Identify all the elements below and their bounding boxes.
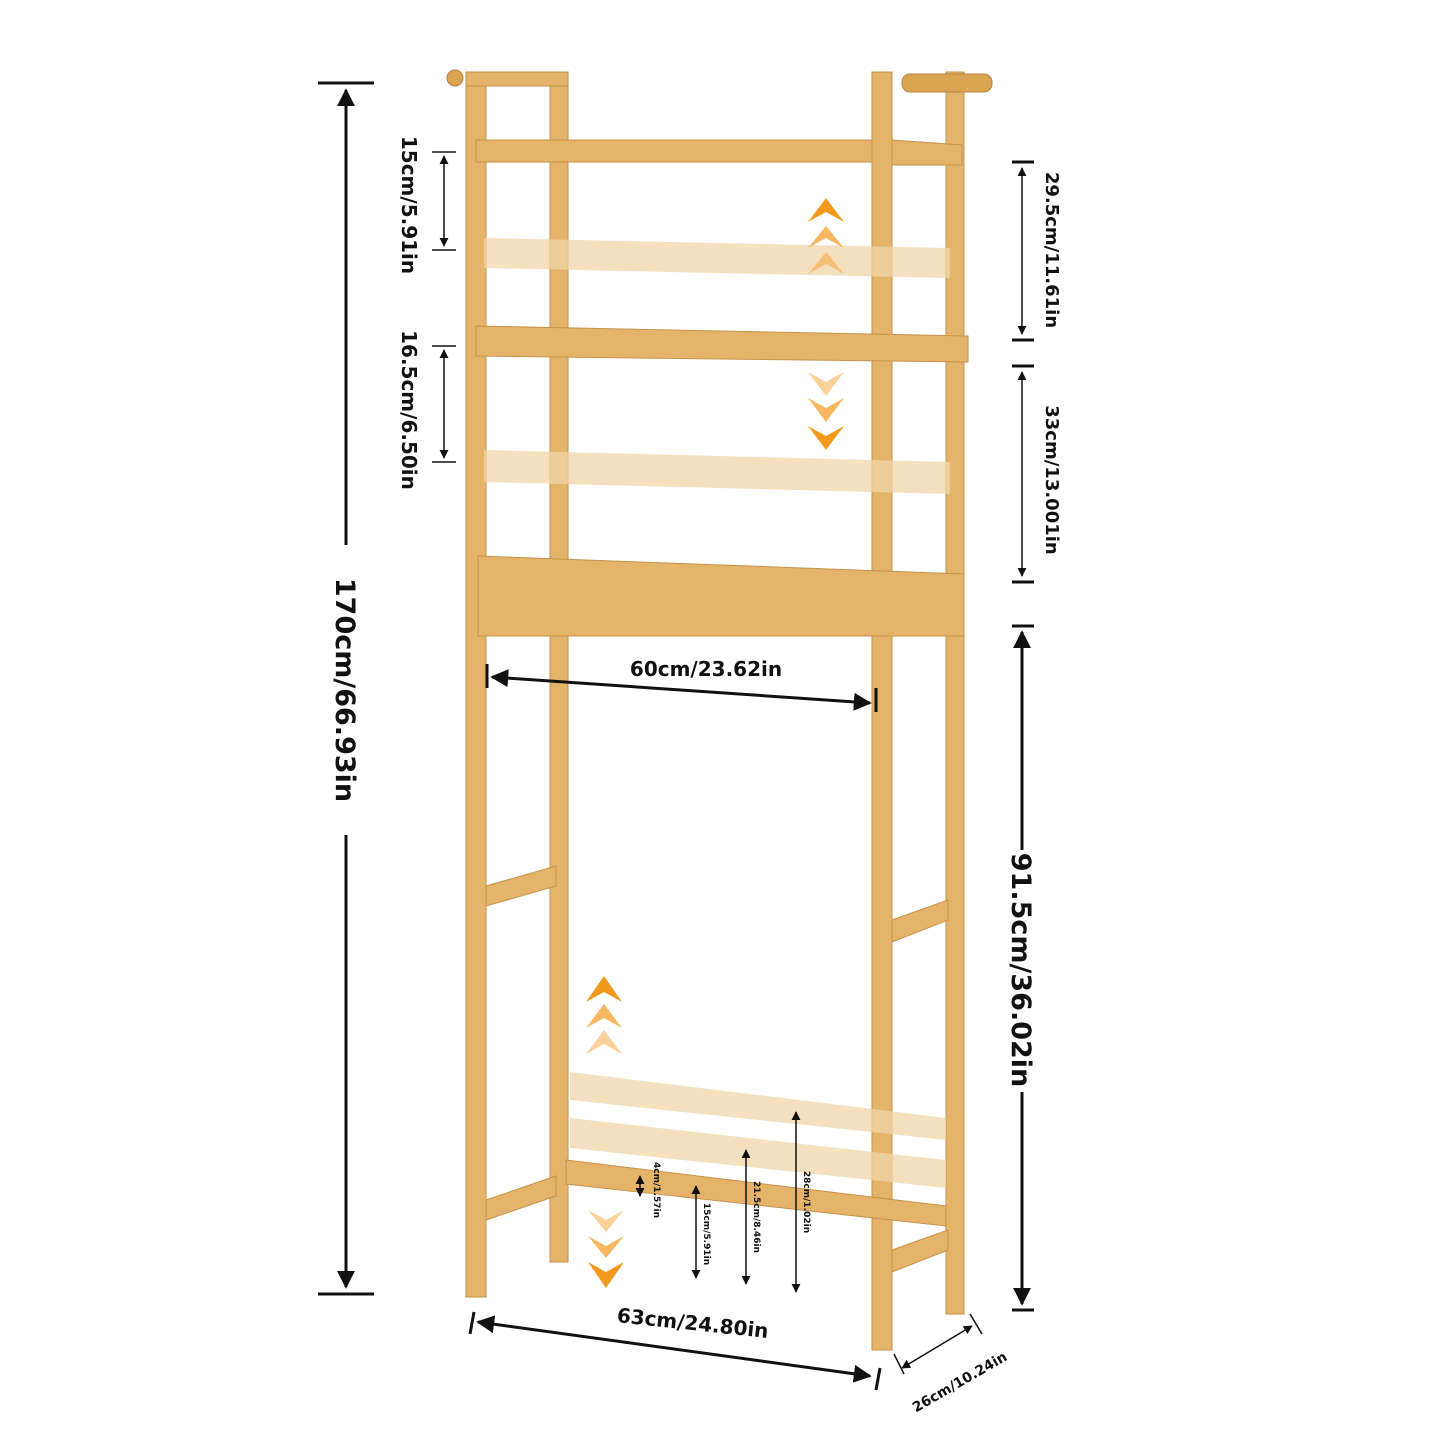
middle-right-dimension: 33cm/13.001in [1012, 364, 1062, 584]
bottom-15-label: 15cm/5.91in [701, 1203, 711, 1265]
bottom-28-label: 28cm/1.02in [801, 1171, 811, 1233]
upper-right-dimension: 29.5cm/11.61in [1012, 160, 1062, 342]
second-gap-label: 16.5cm/6.50in [397, 330, 421, 490]
shelf-top [475, 139, 963, 166]
shelf-ghost-position [484, 450, 950, 494]
up-arrow-icon [586, 976, 622, 1054]
top-gap-dimension: 15cm/5.91in [397, 136, 456, 274]
front-left-leg [465, 71, 487, 1298]
bottom-shelf [565, 1159, 947, 1227]
front-right-leg [871, 71, 893, 1351]
bottom-shelf-ghost [570, 1118, 946, 1188]
down-arrow-icon [808, 372, 844, 450]
back-right-leg [945, 71, 965, 1315]
outer-width-label: 63cm/24.80in [616, 1303, 770, 1343]
shelf-second [475, 325, 969, 363]
depth-label: 26cm/10.24in [910, 1349, 1010, 1416]
bamboo-shelf-unit [446, 69, 993, 1351]
inner-width-label: 60cm/23.62in [630, 657, 782, 681]
total-height-dimension: 170cm/66.93in [318, 81, 374, 1296]
shelf-main [477, 555, 965, 637]
down-arrow-icon [588, 1210, 624, 1288]
clearance-height-label: 91.5cm/36.02in [1005, 853, 1036, 1088]
towel-rod [901, 73, 993, 93]
inner-width-dimension: 60cm/23.62in [485, 657, 878, 712]
bottom-21-5-label: 21.5cm/8.46in [751, 1181, 761, 1253]
shelf-ghost-position [484, 238, 950, 278]
second-gap-dimension: 16.5cm/6.50in [397, 330, 456, 490]
bottom-shelf-dimensions: 4cm/1.57in 15cm/5.91in 21.5cm/8.46in 28c… [635, 1111, 811, 1293]
left-side-rail [485, 865, 557, 907]
up-arrow-icon [808, 198, 844, 274]
adjust-arrows [586, 198, 844, 1288]
right-side-rail [891, 1229, 949, 1273]
right-side-rail [891, 899, 949, 943]
clearance-height-dimension: 91.5cm/36.02in [1005, 624, 1036, 1312]
upper-right-label: 29.5cm/11.61in [1041, 172, 1062, 328]
bottom-4-label: 4cm/1.57in [651, 1162, 661, 1218]
hook-knob-left [446, 69, 464, 87]
outer-width-dimension: 63cm/24.80in [468, 1303, 882, 1391]
top-left-bar [465, 71, 569, 87]
total-height-label: 170cm/66.93in [329, 578, 360, 802]
bottom-shelf-ghost [570, 1072, 946, 1140]
middle-right-label: 33cm/13.001in [1041, 405, 1062, 555]
left-side-rail [485, 1175, 557, 1221]
depth-dimension: 26cm/10.24in [893, 1313, 1010, 1416]
top-gap-label: 15cm/5.91in [397, 136, 421, 274]
